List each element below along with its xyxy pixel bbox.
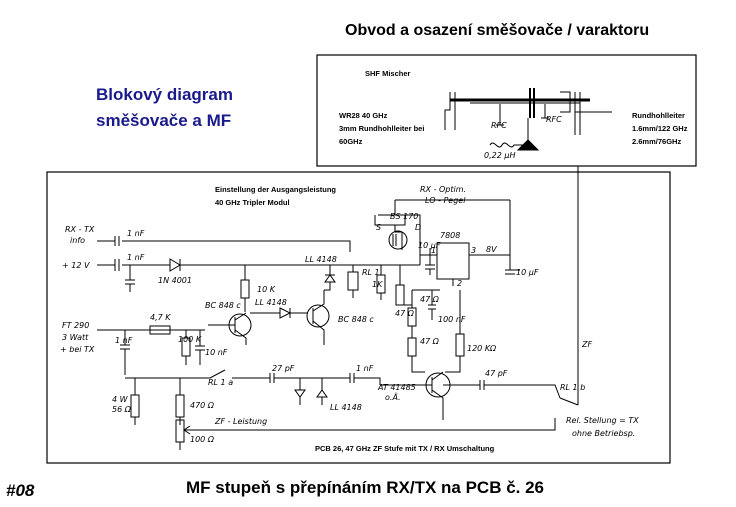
r-47-a: 47 Ω xyxy=(420,295,440,304)
mixer-rfc-2: RFC xyxy=(546,115,562,124)
relay-rl1a-label: RL 1 a xyxy=(208,378,233,387)
transistor-q2-label: BC 848 c xyxy=(338,315,374,324)
r-4k7-label: 4,7 K xyxy=(150,313,171,322)
r-4w-label: 4 W xyxy=(112,395,129,404)
r-1k-label: 1K xyxy=(372,280,383,289)
mixer-box xyxy=(316,54,697,167)
r-56-label: 56 Ω xyxy=(112,405,132,414)
r-100-label: 100 Ω xyxy=(190,435,215,444)
c2-label: 1 nF xyxy=(127,253,145,262)
block-title-line-1: Blokový diagram xyxy=(96,85,233,104)
regulator-pin-2: 2 xyxy=(457,279,462,288)
rx-tx-label-2: info xyxy=(70,236,85,245)
regulator-pin-1: 1 xyxy=(431,246,436,255)
block-title-line-2: směšovače a MF xyxy=(96,111,232,130)
mixer-left-note-3: 60GHz xyxy=(339,137,363,146)
relay-note-2: ohne Betriebsp. xyxy=(572,429,635,438)
diode-ll-2: LL 4148 xyxy=(305,255,337,264)
rx-opt-2: LO - Pegel xyxy=(425,196,466,205)
mixer-rfc-1: RFC xyxy=(491,121,507,130)
relay-rl1-label: RL 1 xyxy=(362,268,380,277)
fet-label: BS 170 xyxy=(390,212,418,221)
mixer-inductor: 0,22 µH xyxy=(484,151,515,160)
c-1nf-input: 1 nF xyxy=(115,336,133,345)
mixer-left-note-1: WR28 40 GHz xyxy=(339,111,388,120)
v8-label: 8V xyxy=(486,245,497,254)
ft290-label-3: + bei TX xyxy=(60,345,95,354)
zf-label: ZF xyxy=(581,340,592,349)
regulator-7808-body xyxy=(436,242,470,280)
r-120k-label: 120 KΩ xyxy=(467,344,497,353)
v12-label: + 12 V xyxy=(62,261,90,270)
diode-ll-3: LL 4148 xyxy=(330,403,362,412)
diode-ll-1: LL 4148 xyxy=(255,298,287,307)
zf-leistung-label: ZF - Leistung xyxy=(214,417,267,426)
c-10uf-a: 10 µF xyxy=(418,241,441,250)
regulator-pin-3: 3 xyxy=(471,246,476,255)
block-diagram-title: Blokový diagram směšovače a MF xyxy=(96,82,296,134)
ft290-label-1: FT 290 xyxy=(62,321,89,330)
c1-label: 1 nF xyxy=(127,229,145,238)
rx-tx-label-1: RX - TX xyxy=(65,225,95,234)
page-number: #08 xyxy=(6,481,35,500)
r-100k-label: 100 K xyxy=(178,335,202,344)
mixer-right-note-1: Rundhohlleiter xyxy=(632,111,685,120)
fet-d-label: D xyxy=(415,223,421,232)
pcb-label: PCB 26, 47 GHz ZF Stufe mit TX / RX Umsc… xyxy=(315,444,495,453)
c-27pf-label: 27 pF xyxy=(272,364,295,373)
schematic-wires xyxy=(97,166,579,450)
mixer-right-note-3: 2.6mm/76GHz xyxy=(632,137,681,146)
transistor-oa: o.Ä. xyxy=(385,392,401,402)
r-47-c: 47 Ω xyxy=(420,337,440,346)
top-label-1: Einstellung der Ausgangsleistung xyxy=(215,185,336,194)
relay-rl1b-label: RL 1 b xyxy=(560,383,585,392)
c-10uf-b: 10 µF xyxy=(516,268,539,277)
mixer-label: SHF Mischer xyxy=(365,69,411,78)
top-label-2: 40 GHz Tripler Modul xyxy=(215,198,290,207)
relay-note-1: Rel. Stellung = TX xyxy=(566,416,639,425)
transistor-at41485: AT 41485 xyxy=(377,383,416,392)
mixer-left-note-2: 3mm Rundhohlleiter bei xyxy=(339,124,424,133)
rx-opt-1: RX - Optim. xyxy=(420,185,466,194)
diode-label: 1N 4001 xyxy=(158,276,192,285)
r-47-b: 47 Ω xyxy=(395,309,415,318)
fet-s-label: S xyxy=(376,223,381,232)
circuit-title: Obvod a osazení směšovače / varaktoru xyxy=(345,22,650,39)
r-470-label: 470 Ω xyxy=(190,401,215,410)
c-10nf-label: 10 nF xyxy=(205,348,228,357)
schematic-box xyxy=(46,171,671,464)
c-100nf-label: 100 nF xyxy=(438,315,466,324)
r-10k-label: 10 K xyxy=(257,285,276,294)
c-1nf-b-label: 1 nF xyxy=(356,364,374,373)
regulator-label: 7808 xyxy=(440,231,460,240)
mixer-right-note-2: 1.6mm/122 GHz xyxy=(632,124,688,133)
ft290-label-2: 3 Watt xyxy=(62,333,89,342)
c-47pf-label: 47 pF xyxy=(485,369,508,378)
mixer-waveguide xyxy=(444,88,612,151)
figure-caption: MF stupeň s přepínáním RX/TX na PCB č. 2… xyxy=(186,478,545,497)
transistor-q1-label: BC 848 c xyxy=(205,301,241,310)
